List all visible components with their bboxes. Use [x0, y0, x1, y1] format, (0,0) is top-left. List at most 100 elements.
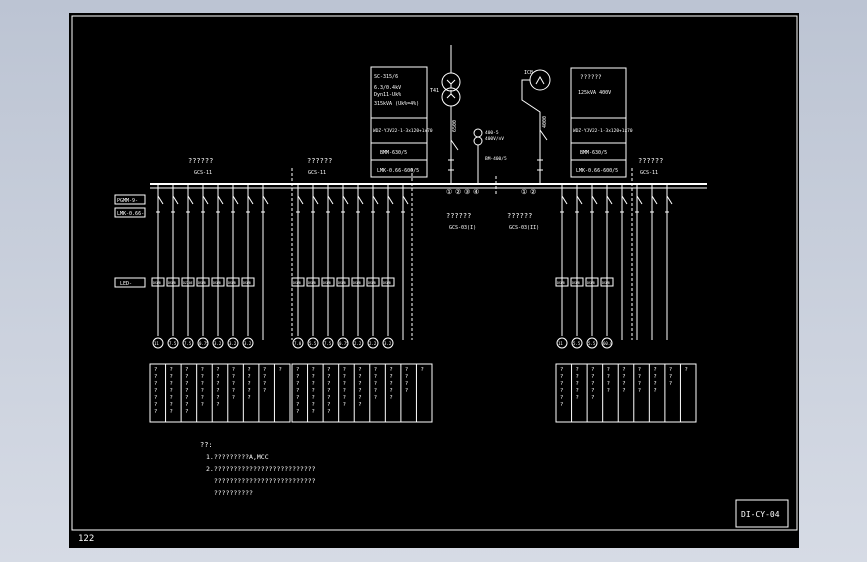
- breaker-symbol: [247, 195, 254, 205]
- table-cell-text: ?: [389, 367, 392, 373]
- table-cell-text: ?: [170, 388, 173, 394]
- table-cell-text: ?: [622, 367, 625, 373]
- breaker-symbol: [342, 195, 349, 205]
- breaker-symbol: [187, 195, 194, 205]
- section-title-4: ??????: [507, 212, 532, 220]
- section-code-5: GCS-11: [640, 170, 658, 176]
- table-cell-text: ?: [154, 388, 157, 394]
- motor-icon: [197, 337, 209, 349]
- notes-line-3: ??????????????????????????: [206, 477, 316, 485]
- table-cell-text: ?: [296, 381, 299, 387]
- table-cell-text: ?: [591, 367, 594, 373]
- table-cell-text: ?: [312, 409, 315, 415]
- table-cell-text: ?: [653, 367, 656, 373]
- table-cell-text: ?: [232, 367, 235, 373]
- motor-icon: [322, 337, 334, 349]
- table-cell-text: ?: [576, 395, 579, 401]
- table-cell-text: ?: [154, 409, 157, 415]
- breaker-symbol: [561, 195, 568, 205]
- table-cell-text: ?: [560, 374, 563, 380]
- table-cell-text: ?: [312, 388, 315, 394]
- table-cell-text: ?: [576, 367, 579, 373]
- table-cell-text: ?: [170, 381, 173, 387]
- notes-line-4: ??????????: [206, 489, 253, 497]
- tx-left-breaker: WDZ-YJV22-1-3x120+1x70: [373, 128, 433, 134]
- tx-left-spec-3: Dyn11-Uk%: [374, 92, 401, 98]
- table-cell-text: ?: [389, 381, 392, 387]
- starter-box-label: DSWB: [338, 281, 346, 285]
- title-block: [735, 499, 789, 528]
- table-cell-text: ?: [263, 388, 266, 394]
- table-cell-text: ?: [170, 409, 173, 415]
- table-cell-text: ?: [232, 395, 235, 401]
- table-cell-text: ?: [154, 395, 157, 401]
- table-cell-text: ?: [154, 374, 157, 380]
- bus-tag: BM-400/5: [485, 156, 507, 162]
- table-cell-text: ?: [358, 381, 361, 387]
- motor-icon: [352, 337, 364, 349]
- tx-left-meter: LMK-0.66-600/5: [377, 168, 419, 174]
- table-cell-text: ?: [154, 402, 157, 408]
- table-cell-text: ?: [201, 395, 204, 401]
- breaker-symbol: [297, 195, 304, 205]
- breaker-symbol: [157, 195, 164, 205]
- motor-icon: [367, 337, 379, 349]
- section-code-3: GCS-03(I): [449, 225, 476, 231]
- starter-box-label: DSWB: [323, 281, 331, 285]
- motor-load-label: 7.0: [294, 341, 302, 346]
- table-cell-text: ?: [296, 402, 299, 408]
- table-cell-text: ?: [247, 388, 250, 394]
- breaker-symbol: [621, 195, 628, 205]
- table-cell-text: ?: [170, 402, 173, 408]
- motor-load-label: 5.5: [309, 341, 317, 346]
- table-cell-text: ?: [201, 374, 204, 380]
- motor-load-label: 11: [154, 341, 159, 346]
- right-panel-id-1: ①: [521, 188, 527, 196]
- table-cell-text: ?: [216, 395, 219, 401]
- motor-icon: [152, 337, 164, 349]
- tx-left-ct: BMM-630/5: [380, 150, 407, 156]
- table-cell-text: ?: [560, 388, 563, 394]
- section-code-4: GCS-03(II): [509, 225, 539, 231]
- motor-load-label: 0.75: [339, 341, 349, 346]
- table-cell-text: ?: [560, 395, 563, 401]
- motor-load-label: 7.5: [184, 341, 192, 346]
- table-cell-text: ?: [216, 402, 219, 408]
- table-mid: ????????????????????????????????????????…: [291, 363, 433, 423]
- table-cell-text: ?: [327, 374, 330, 380]
- motor-icon: [571, 337, 583, 349]
- starter-box-label: DSWB: [383, 281, 391, 285]
- transformer-right-box: [570, 67, 627, 178]
- table-cell-text: ?: [653, 388, 656, 394]
- table-cell-text: ?: [327, 409, 330, 415]
- table-cell-text: ?: [296, 374, 299, 380]
- starter-box: [321, 277, 335, 287]
- motor-icon: [307, 337, 319, 349]
- table-cell-text: ?: [358, 395, 361, 401]
- table-cell-text: ?: [607, 388, 610, 394]
- motor-icon: [556, 337, 568, 349]
- table-cell-text: ?: [576, 374, 579, 380]
- motor-load-label: 0.75: [199, 341, 209, 346]
- table-cell-text: ?: [232, 388, 235, 394]
- breaker-symbol: [651, 195, 658, 205]
- table-cell-text: ?: [560, 367, 563, 373]
- section-title-5: ??????: [638, 157, 663, 165]
- section-title-2: ??????: [307, 157, 332, 165]
- drawing-frame: [71, 15, 798, 531]
- starter-box-label: DZ20E: [183, 281, 193, 285]
- table-cell-text: ?: [638, 374, 641, 380]
- tx-right-ct: BMM-630/5: [580, 150, 607, 156]
- breaker-symbol: [357, 195, 364, 205]
- table-cell-text: ?: [185, 367, 188, 373]
- table-cell-text: ?: [263, 381, 266, 387]
- left-panel-id-2: ②: [455, 188, 461, 196]
- table-cell-text: ?: [312, 402, 315, 408]
- starter-box: [366, 277, 380, 287]
- table-cell-text: ?: [622, 381, 625, 387]
- starter-box-label: DSWB: [587, 281, 595, 285]
- starter-box-label: DSWB: [308, 281, 316, 285]
- starter-box-label: DSWB: [153, 281, 161, 285]
- table-cell-text: ?: [247, 374, 250, 380]
- breaker-symbol: [402, 195, 409, 205]
